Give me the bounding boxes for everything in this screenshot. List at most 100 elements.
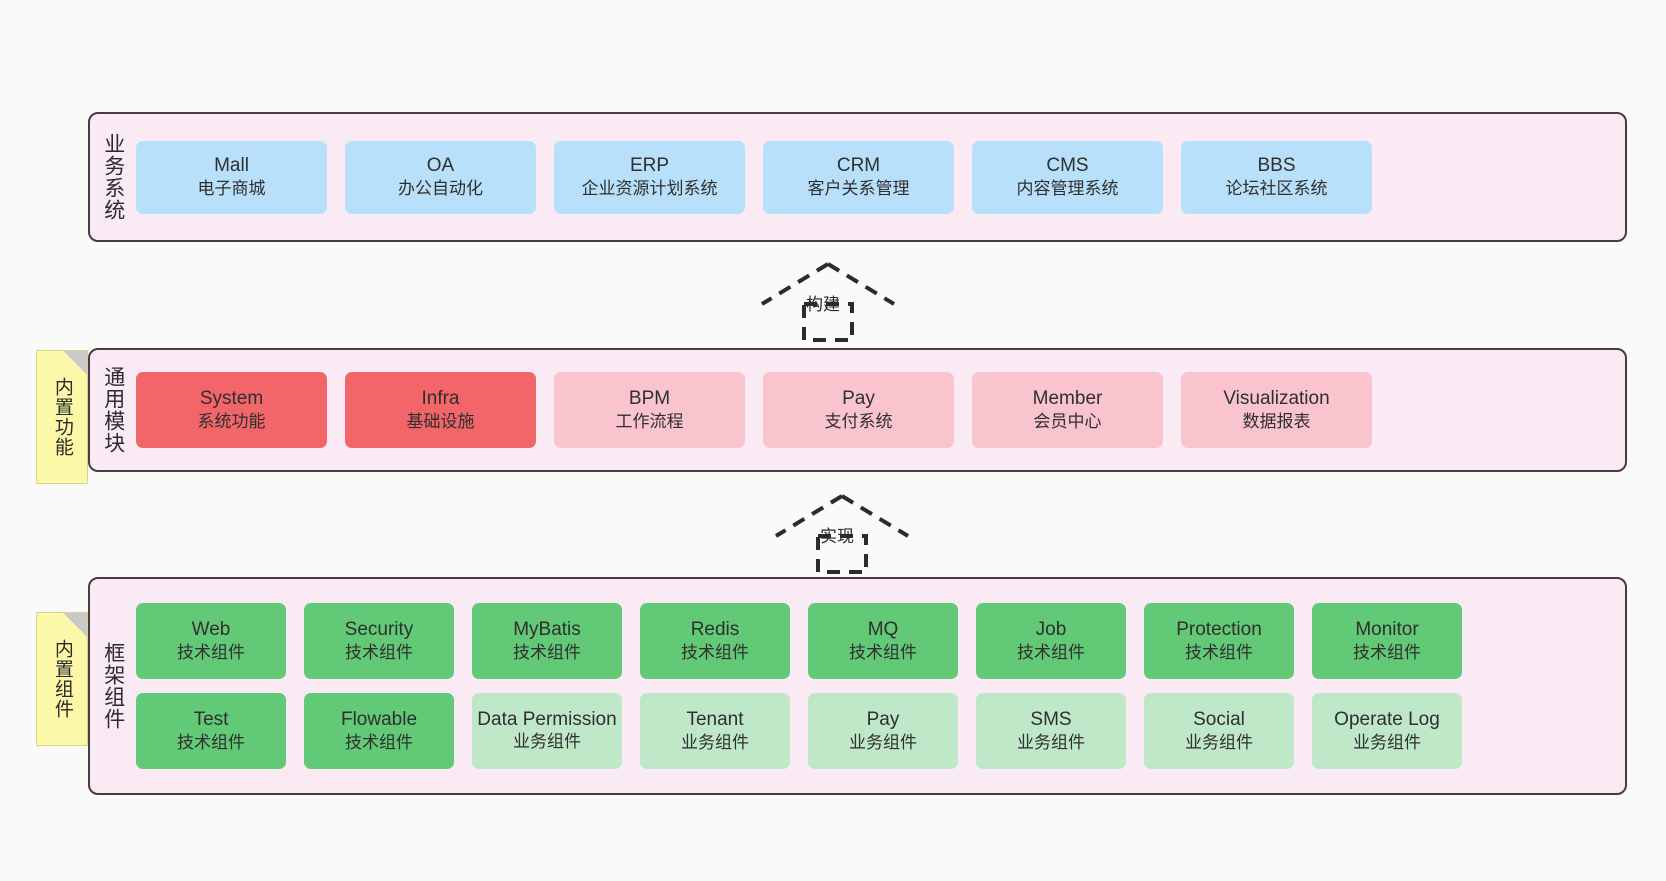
- card-erp[interactable]: ERP 企业资源计划系统: [554, 140, 745, 214]
- card-mybatis[interactable]: MyBatis 技术组件: [472, 603, 622, 679]
- card-title: BBS: [1257, 154, 1296, 176]
- card-subtitle: 技术组件: [1017, 643, 1085, 663]
- card-subtitle: 技术组件: [177, 643, 245, 663]
- card-subtitle: 论坛社区系统: [1225, 179, 1328, 199]
- card-subtitle: 技术组件: [849, 643, 917, 663]
- card-sms[interactable]: SMS 业务组件: [976, 693, 1126, 769]
- card-protection[interactable]: Protection 技术组件: [1144, 603, 1294, 679]
- card-title: Visualization: [1223, 387, 1330, 409]
- card-subtitle: 技术组件: [1185, 643, 1253, 663]
- card-title: SMS: [1030, 708, 1072, 730]
- card-operate-log[interactable]: Operate Log 业务组件: [1312, 693, 1462, 769]
- card-subtitle: 数据报表: [1242, 412, 1311, 432]
- card-row: Web 技术组件 Security 技术组件 MyBatis 技术组件 Redi…: [136, 603, 1611, 679]
- card-subtitle: 企业资源计划系统: [581, 179, 718, 199]
- note-label: 内置组件: [51, 639, 73, 719]
- layer-business-system: 业务系统 Mall 电子商城 OA 办公自动化 ERP 企业资源计划系统 CRM…: [88, 112, 1627, 242]
- build-arrow-icon: [760, 262, 896, 342]
- card-title: ERP: [629, 154, 670, 176]
- connector-implement: 实现: [772, 492, 912, 574]
- card-title: Monitor: [1355, 618, 1419, 640]
- card-subtitle: 业务组件: [849, 733, 917, 753]
- note-label: 内置功能: [51, 377, 73, 457]
- card-cms[interactable]: CMS 内容管理系统: [972, 140, 1163, 214]
- card-mq[interactable]: MQ 技术组件: [808, 603, 958, 679]
- card-oa[interactable]: OA 办公自动化: [345, 140, 536, 214]
- card-pay[interactable]: Pay 支付系统: [763, 372, 954, 448]
- card-tenant[interactable]: Tenant 业务组件: [640, 693, 790, 769]
- card-title: Redis: [690, 618, 740, 640]
- card-mall[interactable]: Mall 电子商城: [136, 140, 327, 214]
- layer-common-modules: 通用模块 System 系统功能 Infra 基础设施 BPM 工作流程 Pay…: [88, 348, 1627, 472]
- card-data-permission[interactable]: Data Permission 业务组件: [472, 693, 622, 769]
- card-flowable[interactable]: Flowable 技术组件: [304, 693, 454, 769]
- card-member[interactable]: Member 会员中心: [972, 372, 1163, 448]
- card-subtitle: 业务组件: [1185, 733, 1253, 753]
- card-title: Mall: [214, 154, 249, 176]
- card-title: Member: [1032, 387, 1103, 409]
- card-subtitle: 技术组件: [513, 643, 581, 663]
- card-bpm[interactable]: BPM 工作流程: [554, 372, 745, 448]
- card-title: Web: [191, 618, 231, 640]
- card-title: Pay: [866, 708, 900, 730]
- connector-label: 构建: [806, 295, 840, 314]
- implement-arrow-icon: [774, 494, 910, 574]
- card-subtitle: 工作流程: [615, 412, 684, 432]
- card-job[interactable]: Job 技术组件: [976, 603, 1126, 679]
- note-builtin-function: 内置功能: [36, 350, 88, 484]
- card-subtitle: 支付系统: [824, 412, 893, 432]
- card-title: System: [199, 387, 264, 409]
- card-title: Pay: [842, 387, 875, 409]
- card-crm[interactable]: CRM 客户关系管理: [763, 140, 954, 214]
- card-subtitle: 办公自动化: [398, 179, 483, 199]
- card-title: Operate Log: [1334, 708, 1440, 730]
- layer-title-framework-components: 框架组件: [101, 642, 125, 730]
- card-subtitle: 电子商城: [197, 179, 266, 199]
- card-system[interactable]: System 系统功能: [136, 372, 327, 448]
- card-title: MyBatis: [513, 618, 581, 640]
- note-fold-corner: [63, 351, 87, 375]
- card-social[interactable]: Social 业务组件: [1144, 693, 1294, 769]
- card-subtitle: 业务组件: [513, 731, 581, 751]
- card-subtitle: 业务组件: [1017, 733, 1085, 753]
- note-fold-corner: [63, 613, 87, 637]
- card-title: OA: [426, 154, 455, 176]
- card-title: MQ: [867, 618, 899, 640]
- card-infra[interactable]: Infra 基础设施: [345, 372, 536, 448]
- card-row: Test 技术组件 Flowable 技术组件 Data Permission …: [136, 693, 1611, 769]
- card-title: CRM: [836, 154, 881, 176]
- card-title: Data Permission: [477, 708, 617, 730]
- card-monitor[interactable]: Monitor 技术组件: [1312, 603, 1462, 679]
- connector-label: 实现: [820, 527, 854, 546]
- layer-title-business-system: 业务系统: [101, 133, 125, 221]
- card-subtitle: 技术组件: [681, 643, 749, 663]
- card-subtitle: 业务组件: [1353, 733, 1421, 753]
- card-title: Protection: [1176, 618, 1262, 640]
- card-security[interactable]: Security 技术组件: [304, 603, 454, 679]
- card-test[interactable]: Test 技术组件: [136, 693, 286, 769]
- card-title: Flowable: [340, 708, 418, 730]
- card-subtitle: 技术组件: [177, 733, 245, 753]
- card-redis[interactable]: Redis 技术组件: [640, 603, 790, 679]
- card-title: Security: [344, 618, 414, 640]
- card-subtitle: 技术组件: [345, 733, 413, 753]
- card-title: Tenant: [686, 708, 744, 730]
- card-subtitle: 技术组件: [345, 643, 413, 663]
- card-bbs[interactable]: BBS 论坛社区系统: [1181, 140, 1372, 214]
- card-title: Test: [193, 708, 229, 730]
- layer-body-business-system: Mall 电子商城 OA 办公自动化 ERP 企业资源计划系统 CRM 客户关系…: [136, 114, 1625, 240]
- card-title: Job: [1035, 618, 1067, 640]
- card-pay-component[interactable]: Pay 业务组件: [808, 693, 958, 769]
- card-visualization[interactable]: Visualization 数据报表: [1181, 372, 1372, 448]
- card-subtitle: 业务组件: [681, 733, 749, 753]
- card-row: Mall 电子商城 OA 办公自动化 ERP 企业资源计划系统 CRM 客户关系…: [136, 140, 1611, 214]
- card-subtitle: 系统功能: [197, 412, 266, 432]
- card-web[interactable]: Web 技术组件: [136, 603, 286, 679]
- card-subtitle: 基础设施: [406, 412, 475, 432]
- card-subtitle: 会员中心: [1033, 412, 1102, 432]
- layer-framework-components: 框架组件 Web 技术组件 Security 技术组件 MyBatis 技术组件…: [88, 577, 1627, 795]
- layer-body-framework-components: Web 技术组件 Security 技术组件 MyBatis 技术组件 Redi…: [136, 579, 1625, 793]
- layer-title-common-modules: 通用模块: [101, 366, 125, 454]
- card-subtitle: 技术组件: [1353, 643, 1421, 663]
